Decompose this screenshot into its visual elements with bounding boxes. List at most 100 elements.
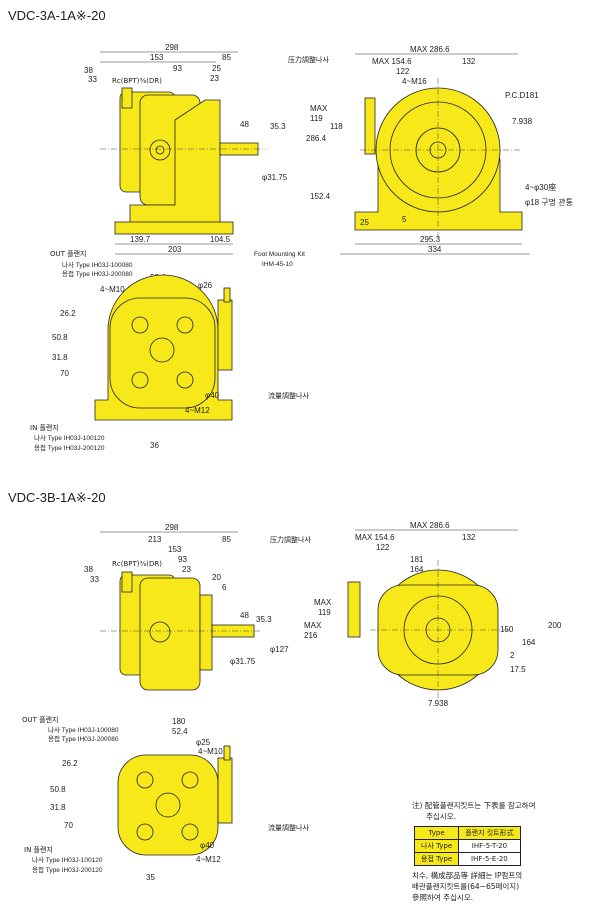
dim-max-b: MAX	[314, 598, 332, 607]
dim-7-938: 7.938	[512, 117, 533, 126]
dim-25: 25	[212, 64, 221, 73]
out-flange-label-b: OUT 플랜지	[22, 715, 58, 724]
in-flange-label-b: IN 플랜지	[24, 845, 53, 854]
rc-label-b: Rc(BPT)⅜(DR)	[112, 560, 162, 568]
dim-17-5-b: 17.5	[510, 665, 526, 674]
m10-label-b: 4~M10	[198, 747, 223, 756]
dim-max-154-6: MAX 154.6	[372, 57, 412, 66]
pressure-adjust-label-b: 压力調整나사	[270, 535, 311, 544]
out-thread-type-b: 나사 Type IH03J-100080	[48, 725, 119, 734]
dim-max: MAX	[310, 104, 328, 113]
dim-153: 153	[150, 53, 164, 62]
dim-max-286-6: MAX 286.6	[410, 45, 450, 54]
dim-phi127-b: φ127	[270, 645, 289, 654]
dim-132: 132	[462, 57, 476, 66]
dim-2-b: 2	[510, 651, 515, 660]
dim-139-7: 139.7	[130, 235, 151, 244]
dim-119-b: 119	[318, 608, 331, 617]
dim-5: 5	[402, 215, 407, 224]
dim-150-b: 150	[500, 625, 514, 634]
out-flange-label: OUT 플랜지	[50, 249, 86, 258]
note-line-3: 치수, 構成部品等 詳細는 IP펌프의	[412, 871, 523, 880]
table-cell-kit: IHF-5-E-20	[458, 852, 521, 866]
dim-200-b: 200	[548, 621, 562, 630]
dim-70-b: 70	[64, 821, 73, 830]
in-thread-type-b: 나사 Type IH03J-100120	[32, 855, 103, 864]
dim-164-b: 164	[410, 565, 424, 574]
table-head-type: Type	[413, 826, 460, 840]
table-cell-type: 용접 Type	[413, 852, 460, 866]
note-line-1: 注) 配管플랜지킷트는 下表를 참고하여	[412, 801, 536, 810]
note-line-5: 參照하여 주십시오.	[412, 893, 474, 902]
dim-104-5: 104.5	[210, 235, 231, 244]
dim-298-b: 298	[165, 523, 179, 532]
table-row: 용접 Type IHF-5-E-20	[413, 852, 521, 866]
out-weld-type: 용접 Type IH03J-200080	[62, 270, 133, 278]
dim-phi40-b: φ40	[200, 841, 215, 850]
dim-25-front: 25	[360, 218, 369, 227]
in-weld-type-b: 용접 Type IH03J-200120	[32, 866, 103, 874]
in-flange-label: IN 플랜지	[30, 423, 59, 432]
m10-label: 4~M10	[100, 285, 125, 294]
dim-50-8: 50.8	[52, 333, 68, 342]
dim-216-b: 216	[304, 631, 318, 640]
dim-33-b: 33	[90, 575, 99, 584]
flow-adjust-label: 流量調整나사	[268, 391, 309, 400]
dim-295-3: 295.3	[420, 235, 441, 244]
dim-23-b: 23	[182, 565, 191, 574]
dim-180-b: 180	[172, 717, 186, 726]
in-weld-type: 용접 Type IH03J-200120	[34, 444, 105, 452]
dim-38-b: 38	[84, 565, 93, 574]
dim-phi31-75: φ31.75	[262, 173, 288, 182]
in-thread-type: 나사 Type IH03J-100120	[34, 433, 105, 442]
dim-164b-b: 164	[522, 638, 536, 647]
foot-kit-label: Foot Mounting Kit	[254, 251, 305, 258]
dim-203: 203	[168, 245, 182, 254]
rc-label: Rc(BPT)⅜(DR)	[112, 77, 162, 85]
flow-adjust-label-b: 流量調整나사	[268, 823, 309, 832]
dim-52-4-b: 52.4	[172, 727, 188, 736]
section-b-title: VDC-3B-1A※-20	[8, 490, 106, 505]
section-a-side-view: 298 153 85 93 25 23 38 33 Rc(BPT)⅜(DR) 4…	[84, 43, 305, 268]
flange-kit-table: Type 플랜지 킷트形式 나사 Type IHF-5-T-20 용접 Type…	[413, 826, 521, 866]
note-line-2: 주십시오.	[426, 812, 456, 821]
dim-max-286-6-b: MAX 286.6	[410, 521, 450, 530]
dim-35-b: 35	[146, 873, 155, 882]
dim-31-8-b: 31.8	[50, 803, 66, 812]
section-b-bottom-view: OUT 플랜지 나사 Type IH03J-100080 용접 Type IH0…	[22, 715, 309, 882]
dim-48: 48	[240, 120, 249, 129]
note-line-4: 배관플랜지킷트를(64~65페이지)	[412, 882, 520, 891]
dim-298: 298	[165, 43, 179, 52]
dim-phi40: φ40	[205, 391, 220, 400]
dim-48-b: 48	[240, 611, 249, 620]
dim-85-b: 85	[222, 535, 231, 544]
section-a-bottom-view: OUT 플랜지 나사 Type IH03J-100080 용접 Type IH0…	[30, 249, 309, 452]
dim-334: 334	[428, 245, 442, 254]
section-a-title: VDC-3A-1A※-20	[8, 8, 106, 23]
dim-132-b: 132	[462, 533, 476, 542]
m12-label: 4~M12	[185, 406, 210, 415]
dim-152-4: 152.4	[310, 192, 331, 201]
pcd-label: P.C.D181	[505, 91, 539, 100]
dim-23: 23	[210, 74, 219, 83]
dim-max216-b: MAX	[304, 621, 322, 630]
dim-36: 36	[150, 441, 159, 450]
pressure-adjust-label: 压力調整나사	[288, 55, 329, 64]
dim-153-b: 153	[168, 545, 182, 554]
out-weld-type-b: 용접 Type IH03J-200080	[48, 735, 119, 743]
dim-213-b: 213	[148, 535, 162, 544]
dim-phi26: φ26	[198, 281, 213, 290]
dim-6-b: 6	[222, 583, 227, 592]
dim-33: 33	[88, 75, 97, 84]
dim-118: 118	[330, 122, 343, 131]
dim-119: 119	[310, 114, 323, 123]
foot-kit-model: IHM-45-10	[262, 261, 293, 268]
table-row: 나사 Type IHF-5-T-20	[413, 839, 521, 853]
section-b-front-view: MAX 286.6 MAX 154.6 132 122 181 164 压力調整…	[270, 521, 562, 708]
m12-label-b: 4~M12	[196, 855, 221, 864]
dim-70: 70	[60, 369, 69, 378]
dim-38: 38	[84, 66, 93, 75]
table-cell-type: 나사 Type	[413, 839, 460, 853]
dim-122: 122	[396, 67, 410, 76]
